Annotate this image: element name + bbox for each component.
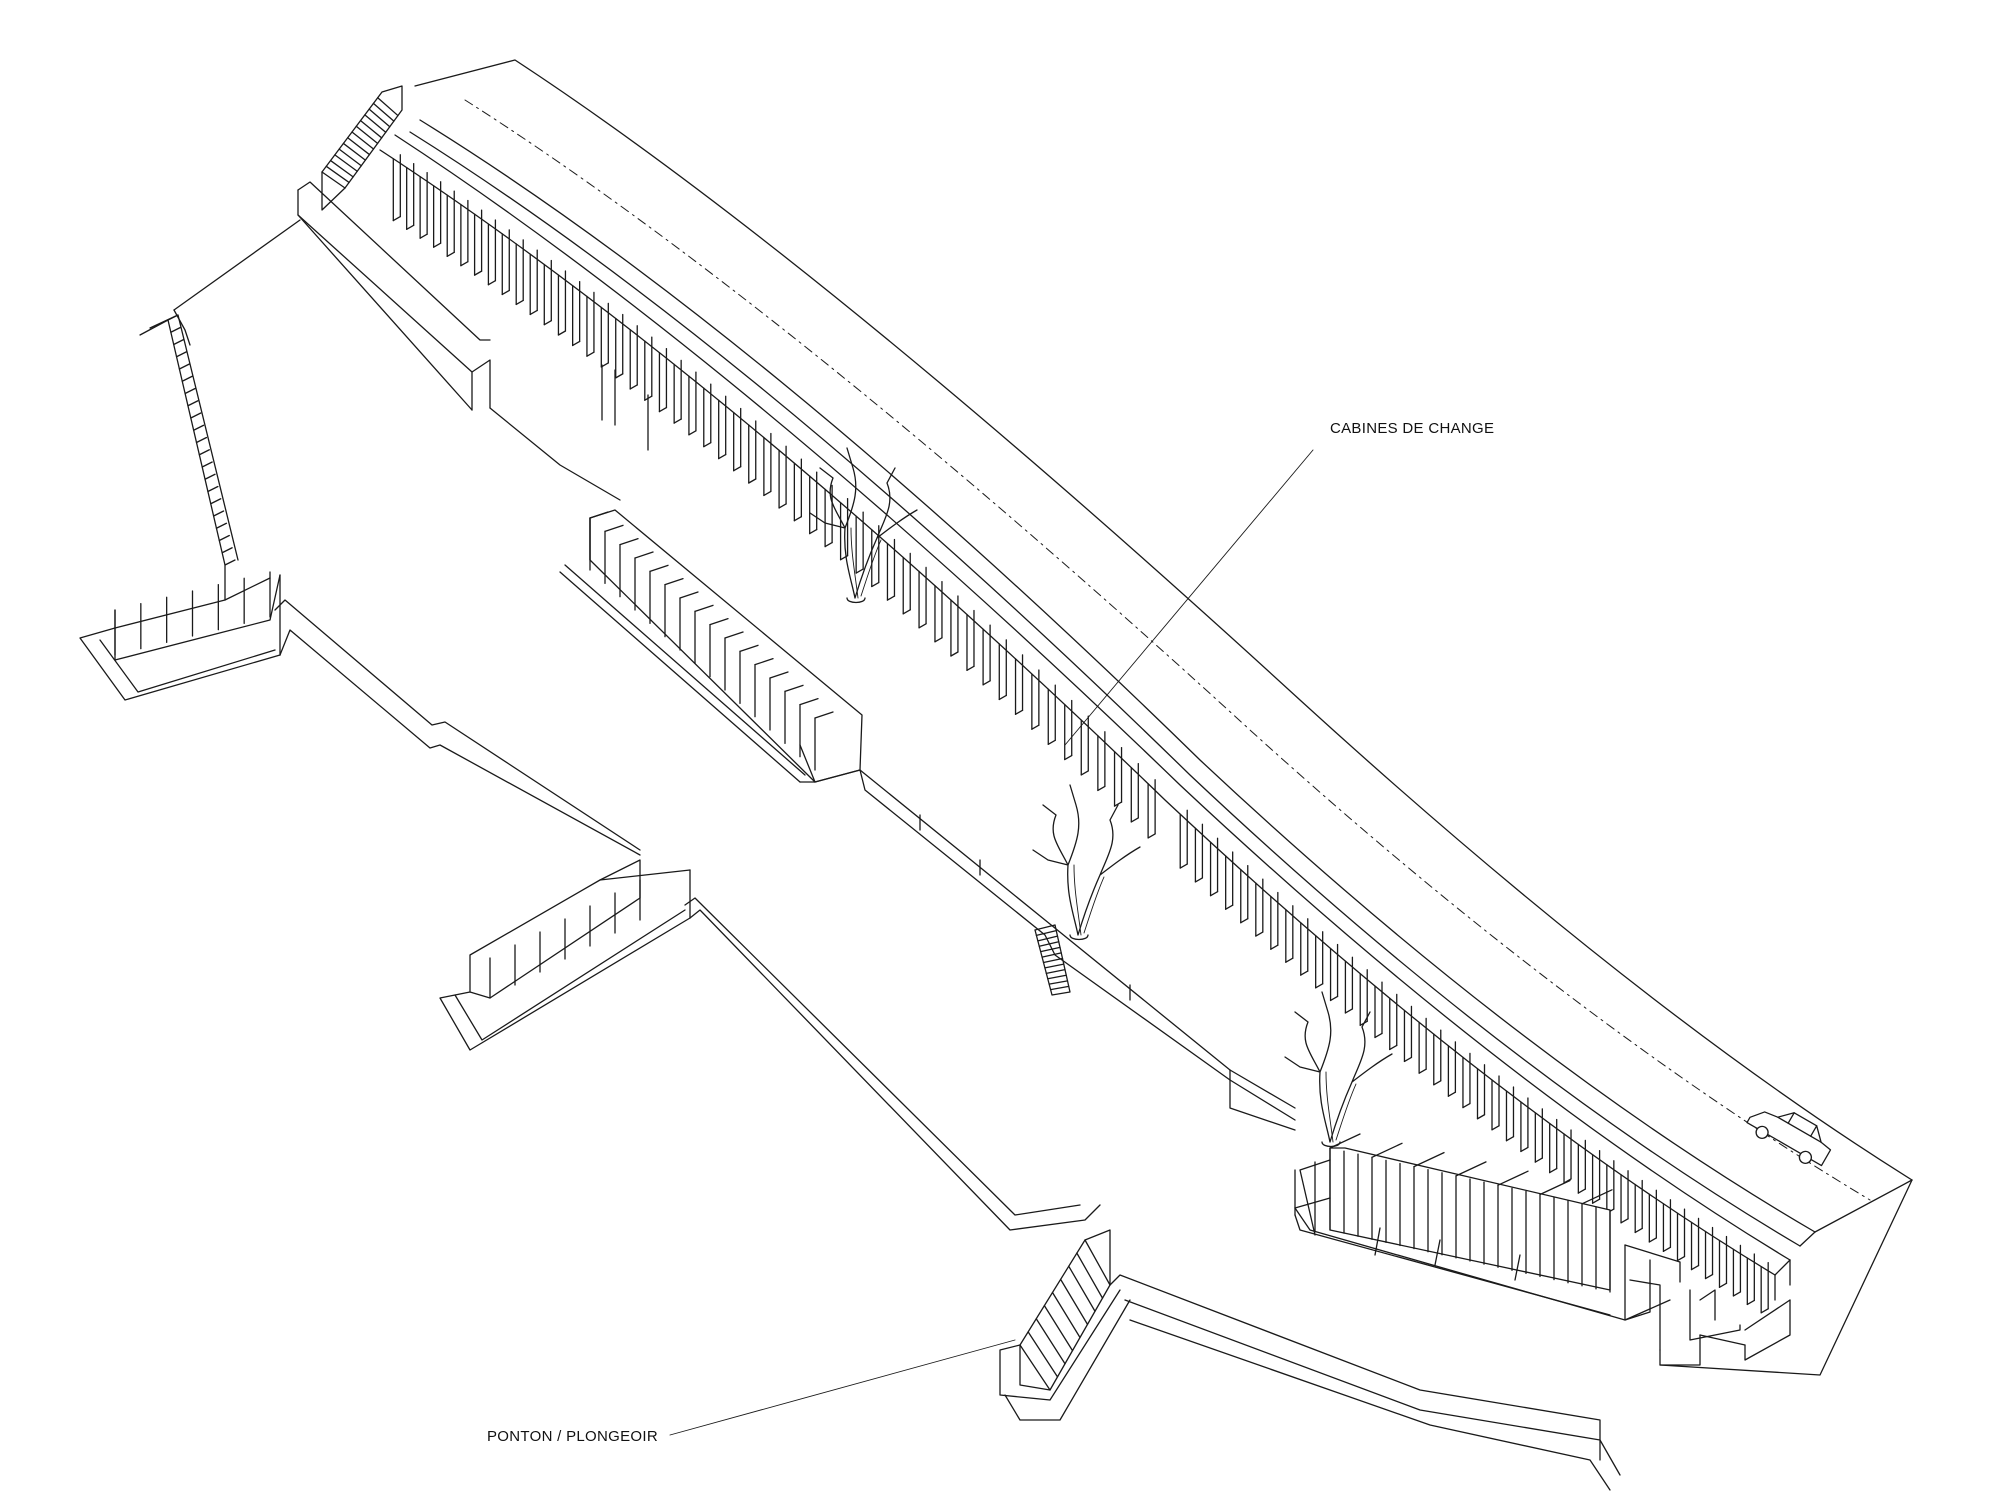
ponton-label: PONTON / PLONGEOIR: [487, 1428, 658, 1445]
ponton-plongeoir: [999, 1229, 1131, 1421]
upper-cabins: [559, 509, 863, 783]
leader-lines: [669, 449, 1314, 1436]
lower-promenade-middle: [684, 897, 1101, 1231]
car-icon: [1746, 1111, 1832, 1167]
tree-icon: [1284, 991, 1393, 1148]
staircase-icon: [321, 85, 403, 211]
tree-icon: [809, 447, 918, 604]
lower-promenade-left: [173, 219, 641, 856]
cabines-label: CABINES DE CHANGE: [1330, 420, 1495, 437]
tree-icon: [1032, 784, 1141, 941]
left-jetty: [79, 314, 281, 701]
colonnade-wall: [379, 134, 1791, 1314]
lower-promenade-right: [1109, 1274, 1621, 1491]
promenade-back-wall: [297, 181, 649, 501]
right-end-structures: [1624, 1179, 1913, 1376]
staircase-icon: [1034, 924, 1071, 996]
inner-promenade: [859, 769, 1296, 1131]
right-cabins: [1294, 1133, 1671, 1321]
middle-jetty: [439, 859, 691, 1051]
road-edge: [409, 59, 1913, 1247]
